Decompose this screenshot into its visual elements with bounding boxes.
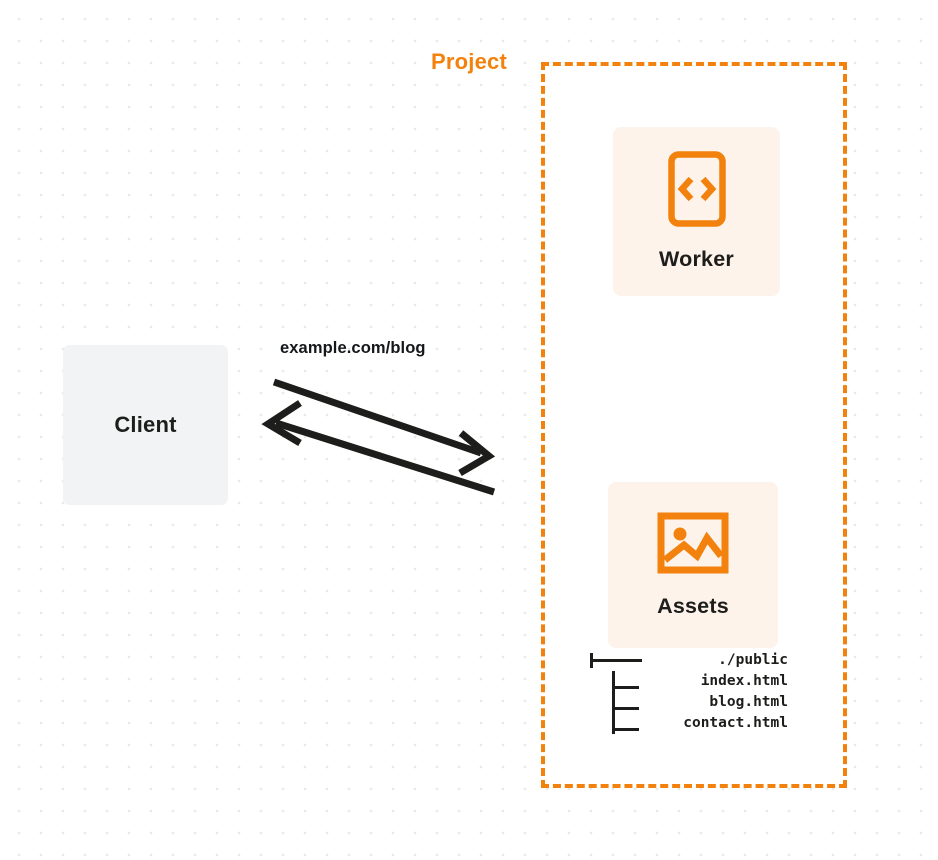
assets-file-tree: ./public index.html blog.html contact.ht… (588, 650, 788, 734)
tree-branch-icon (588, 713, 658, 734)
client-label: Client (114, 412, 177, 437)
file-tree-file-name: index.html (700, 673, 788, 689)
file-tree-row-file: blog.html (588, 692, 788, 713)
connection-url-label: example.com/blog (280, 339, 426, 357)
tree-branch-icon (588, 650, 658, 671)
file-tree-file-name: contact.html (683, 715, 788, 731)
tree-branch-icon (588, 671, 658, 692)
assets-label: Assets (657, 593, 729, 618)
file-tree-row-file: index.html (588, 671, 788, 692)
file-tree-root-name: ./public (718, 652, 788, 668)
assets-card[interactable]: Assets (608, 482, 778, 648)
project-label: Project (424, 51, 514, 73)
worker-label: Worker (659, 247, 734, 271)
tree-branch-icon (588, 692, 658, 713)
worker-card[interactable]: Worker (613, 127, 780, 296)
code-brackets-icon (667, 151, 726, 227)
request-arrow (272, 378, 496, 477)
file-tree-file-name: blog.html (709, 694, 788, 710)
file-tree-row-file: contact.html (588, 713, 788, 734)
response-arrow (261, 400, 496, 496)
client-node[interactable]: Client (63, 345, 228, 505)
file-tree-row-root: ./public (588, 650, 788, 671)
image-icon (657, 512, 729, 574)
